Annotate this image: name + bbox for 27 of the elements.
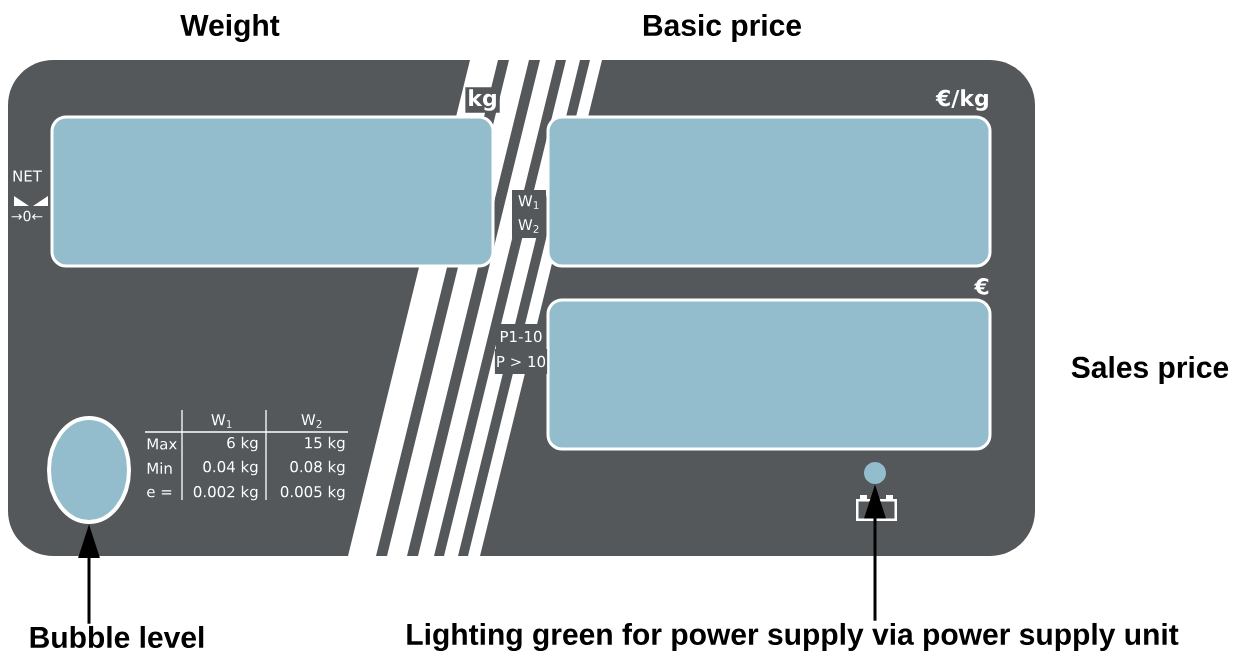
range-label: W$_{1}$ xyxy=(512,190,546,214)
display-heading: Basic price xyxy=(643,14,801,42)
unit-label: € xyxy=(972,276,992,297)
unit-label: €/kg xyxy=(934,87,992,113)
row-heading: e = xyxy=(147,488,172,498)
table-value: 0.08 kg xyxy=(290,460,345,476)
indicator-light xyxy=(864,462,886,484)
table-value: 0.005 kg xyxy=(280,485,345,501)
table-heading: W$_{2}$ xyxy=(301,414,322,428)
row-heading: Max xyxy=(147,438,177,450)
table-value: 0.002 kg xyxy=(193,485,258,501)
range-label: W$_{2}$ xyxy=(512,214,546,238)
zero-label: →0← xyxy=(11,210,43,222)
table-value: 15 kg xyxy=(305,436,345,452)
price-range-label: P1-10 xyxy=(496,324,546,349)
table-value: 6 kg xyxy=(227,436,258,452)
unit-label: kg xyxy=(465,87,500,113)
display-heading: Weight xyxy=(180,13,280,43)
price-range-label: P > 10 xyxy=(494,349,548,374)
display-heading: Sales price xyxy=(1071,356,1229,384)
callout-label: Lighting green for power supply via power supply unit xyxy=(407,622,1179,652)
bubble-level xyxy=(47,416,131,524)
table-value: 0.04 kg xyxy=(203,460,258,476)
status-label: NET xyxy=(13,170,42,182)
row-heading: Min xyxy=(147,462,172,474)
table-heading: W$_{1}$ xyxy=(211,414,232,428)
callout-label: Bubble level xyxy=(30,626,204,648)
